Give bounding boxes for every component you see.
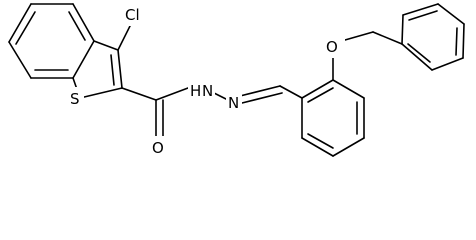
bond bbox=[401, 43, 433, 71]
bond bbox=[241, 92, 283, 104]
bond bbox=[72, 3, 95, 42]
bond bbox=[72, 40, 95, 79]
bond bbox=[110, 54, 115, 86]
atom-labels: Cl S O H N N O bbox=[68, 4, 345, 158]
bond bbox=[401, 14, 404, 45]
molecule-structure: Cl S O H N N O bbox=[8, 3, 465, 158]
bond bbox=[462, 23, 465, 59]
bond bbox=[117, 21, 133, 51]
bond bbox=[117, 49, 123, 89]
bond bbox=[239, 85, 281, 97]
bond bbox=[431, 57, 464, 71]
bond bbox=[68, 11, 86, 41]
bond bbox=[332, 79, 365, 99]
atom-oxygen-ether: O bbox=[326, 38, 338, 56]
bond bbox=[301, 79, 334, 99]
bond bbox=[121, 87, 157, 101]
bond bbox=[307, 87, 334, 103]
bond bbox=[155, 87, 189, 101]
atom-hydrogen: H bbox=[190, 82, 201, 100]
bond bbox=[279, 85, 303, 99]
bond bbox=[301, 137, 334, 157]
bond bbox=[93, 40, 119, 51]
bond bbox=[8, 41, 32, 79]
atom-nitrogen-amide: N bbox=[202, 82, 213, 100]
bonds bbox=[8, 3, 465, 157]
atom-nitrogen-imine: N bbox=[228, 94, 239, 112]
bond bbox=[372, 31, 403, 45]
bond bbox=[15, 11, 36, 45]
bond bbox=[455, 27, 458, 56]
bond bbox=[402, 3, 439, 16]
atom-chlorine: Cl bbox=[125, 6, 140, 24]
bond bbox=[408, 10, 438, 21]
bond bbox=[344, 31, 374, 41]
bond bbox=[407, 43, 431, 63]
bond bbox=[437, 3, 465, 25]
atom-sulfur: S bbox=[70, 90, 80, 108]
bond bbox=[332, 137, 365, 157]
bond bbox=[307, 133, 334, 149]
atom-oxygen-carbonyl: O bbox=[152, 139, 164, 157]
bond bbox=[8, 3, 32, 43]
bond bbox=[79, 87, 123, 99]
